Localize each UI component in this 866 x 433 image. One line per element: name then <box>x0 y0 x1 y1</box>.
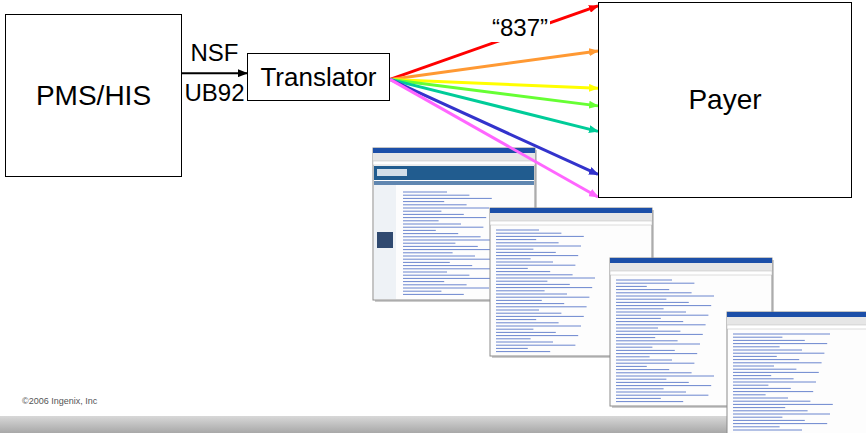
payer-box: Payer <box>598 2 852 198</box>
browser-window <box>727 312 866 433</box>
format-label: UB92 <box>184 79 244 107</box>
edge-label: NSF <box>191 39 239 67</box>
copyright-note: ©2006 Ingenix, Inc <box>22 396 97 406</box>
box-label: Payer <box>688 84 761 116</box>
translator-box: Translator <box>247 53 390 101</box>
box-label: Translator <box>260 62 376 93</box>
arrow-connector <box>390 79 598 197</box>
edge-label: “837” <box>490 14 550 42</box>
system-box: PMS/HIS <box>5 14 182 177</box>
box-label: PMS/HIS <box>36 80 151 112</box>
arrow-connector <box>182 72 247 74</box>
arrow-connector <box>390 79 598 174</box>
arrow-connector <box>390 51 598 79</box>
arrow-connector <box>390 6 598 79</box>
arrow-connector <box>390 79 598 131</box>
